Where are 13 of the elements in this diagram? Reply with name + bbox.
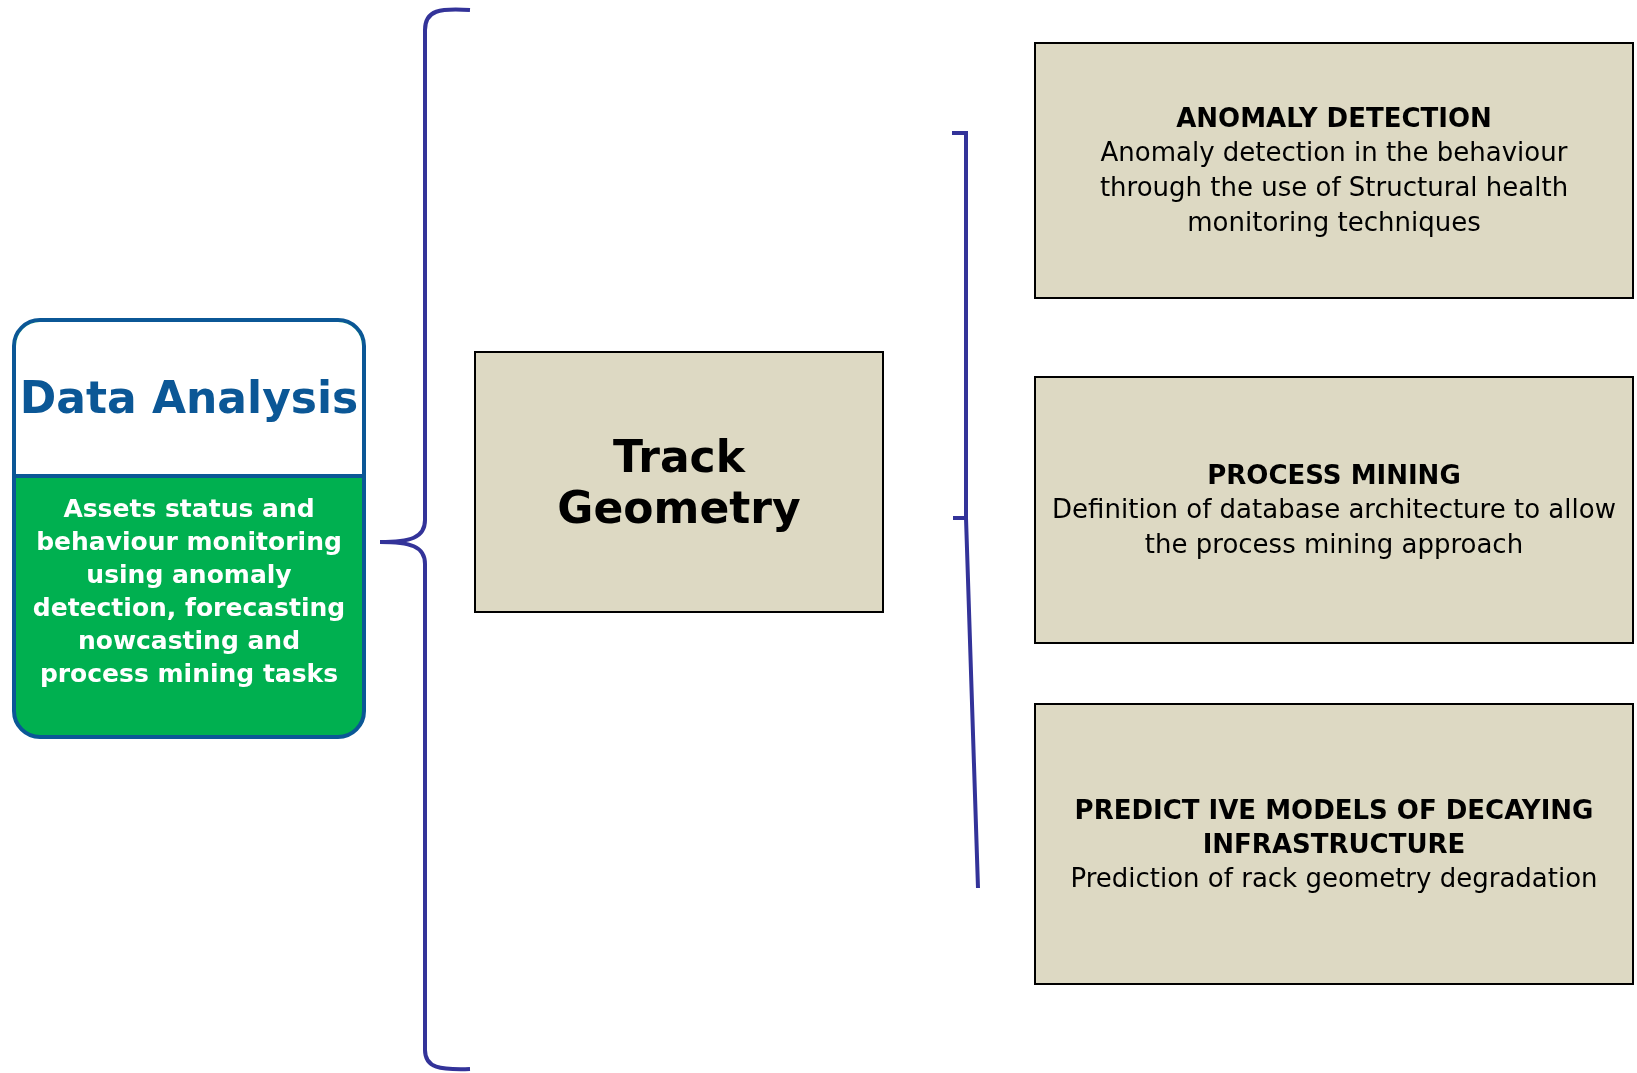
box-description: Definition of database architecture to allow the process mining approach — [1051, 493, 1617, 561]
topic-box: Track Geometry — [474, 351, 884, 613]
task-box — [1034, 376, 1634, 644]
box-description: Prediction of rack geometry degradation — [1070, 861, 1598, 895]
analysis-card — [12, 318, 366, 739]
box-heading: ANOMALY DETECTION — [1176, 102, 1492, 135]
box-heading: PREDICT IVE MODELS OF DECAYING INFRASTRUCTURE — [1073, 793, 1595, 861]
card-description: Assets status and behaviour monitoring using anomaly detection, forecasting nowcasting and process mining tasks — [31, 493, 347, 690]
task-box — [1034, 703, 1634, 985]
box-heading: PROCESS MINING — [1207, 459, 1461, 492]
box-description: Anomaly detection in the behaviour through the use of Structural health monitoring techniques — [1098, 136, 1570, 239]
card-heading: Data Analysis — [19, 371, 359, 425]
task-box — [1034, 42, 1634, 299]
